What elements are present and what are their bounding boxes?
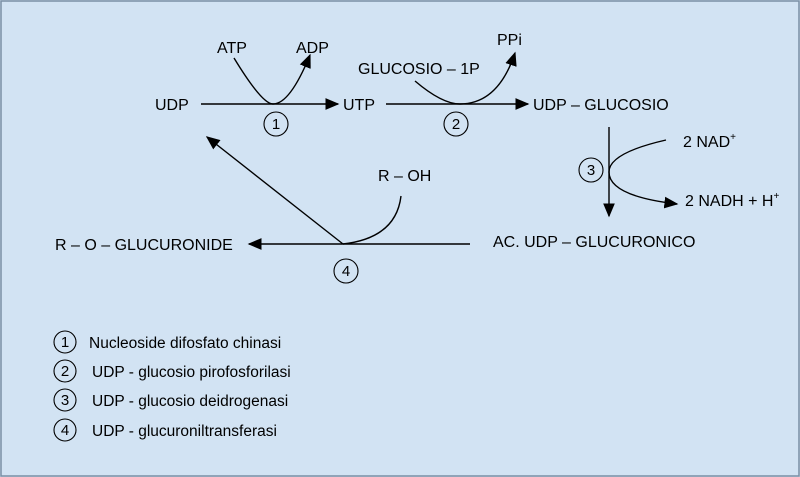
legend-number: 3 — [61, 392, 69, 409]
legend-text: Nucleoside difosfato chinasi — [89, 335, 281, 352]
node-nad: 2 NAD+ — [683, 132, 736, 151]
node-udp: UDP — [155, 97, 189, 114]
arrow-nad-to-nadh — [608, 139, 679, 209]
legend-text: UDP - glucosio pirofosforilasi — [92, 364, 291, 381]
node-utp: UTP — [343, 97, 375, 114]
node-atp: ATP — [217, 40, 247, 57]
legend-number: 1 — [61, 334, 69, 351]
node-glucosio-1p: GLUCOSIO – 1P — [358, 61, 480, 78]
step-2-number: 2 — [452, 116, 460, 133]
node-r-oh: R – OH — [378, 168, 431, 185]
legend-item: 2 UDP - glucosio pirofosforilasi — [53, 359, 291, 383]
step-4-marker — [333, 258, 359, 284]
node-ppi: PPi — [497, 32, 522, 49]
step-2-marker — [443, 111, 469, 137]
legend-number: 2 — [61, 363, 69, 380]
legend-marker — [53, 388, 77, 412]
legend-text: UDP - glucosio deidrogenasi — [92, 393, 288, 410]
step-4-number: 4 — [342, 263, 350, 280]
legend-number: 4 — [61, 422, 69, 439]
legend: 1 Nucleoside difosfato chinasi 2 UDP - g… — [53, 330, 291, 442]
arrow-back-to-udp — [205, 136, 344, 245]
step-1-number: 1 — [272, 116, 280, 133]
node-adp: ADP — [296, 40, 329, 57]
legend-item: 4 UDP - glucuroniltransferasi — [53, 418, 277, 442]
node-nadh: 2 NADH + H+ — [685, 191, 779, 210]
node-udp-glucosio: UDP – GLUCOSIO — [533, 97, 669, 114]
arrow-r-oh-in — [342, 195, 402, 245]
legend-item: 1 Nucleoside difosfato chinasi — [53, 330, 281, 354]
arrow-glucosio-1p-to-ppi — [414, 51, 517, 105]
node-r-o-glucuronide: R – O – GLUCURONIDE — [55, 237, 233, 254]
legend-marker — [53, 418, 77, 442]
arrow-atp-to-adp — [233, 53, 311, 105]
legend-text: UDP - glucuroniltransferasi — [92, 423, 277, 440]
node-ac-udp-glucuronico: AC. UDP – GLUCURONICO — [493, 234, 695, 251]
legend-marker — [53, 359, 77, 383]
step-1-marker — [263, 111, 289, 137]
legend-item: 3 UDP - glucosio deidrogenasi — [53, 388, 288, 412]
legend-marker — [53, 330, 77, 354]
step-3-marker — [578, 157, 604, 183]
step-3-number: 3 — [587, 162, 595, 179]
